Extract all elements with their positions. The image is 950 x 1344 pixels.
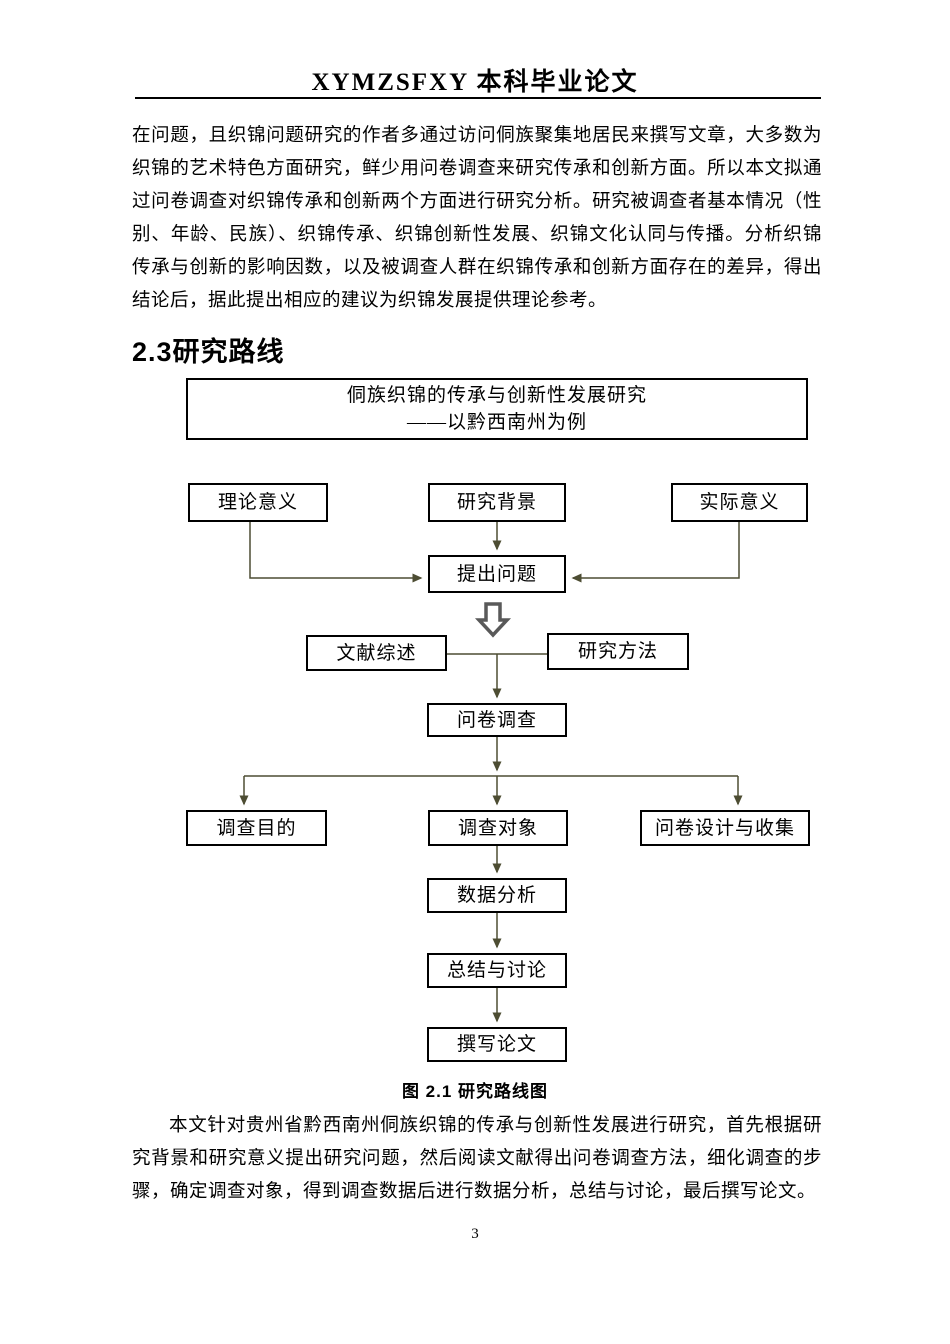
flow-node-title: 侗族织锦的传承与创新性发展研究 ——以黔西南州为例 bbox=[186, 378, 808, 440]
figure-caption: 图 2.1 研究路线图 bbox=[401, 1082, 549, 1101]
page-header-title: XYMZSFXY 本科毕业论文 bbox=[311, 69, 639, 96]
block-down-arrow-icon bbox=[474, 602, 512, 638]
flow-node-survey: 问卷调查 bbox=[427, 703, 567, 737]
section-heading: 2.3研究路线 bbox=[132, 337, 285, 367]
flow-node-method: 研究方法 bbox=[547, 633, 689, 670]
flow-node-practical: 实际意义 bbox=[671, 483, 808, 522]
flow-node-design: 问卷设计与收集 bbox=[640, 810, 810, 846]
flow-node-purpose: 调查目的 bbox=[186, 810, 327, 846]
flow-node-literature: 文献综述 bbox=[306, 635, 447, 671]
arrow-practical-to-question bbox=[571, 522, 740, 583]
flow-node-discussion: 总结与讨论 bbox=[427, 953, 567, 988]
flow-node-analysis: 数据分析 bbox=[427, 878, 567, 913]
flow-node-question: 提出问题 bbox=[428, 555, 566, 593]
flow-node-target: 调查对象 bbox=[428, 810, 568, 846]
flow-node-background: 研究背景 bbox=[428, 483, 566, 522]
flow-node-theory: 理论意义 bbox=[188, 483, 328, 522]
body-paragraph-1: 在问题，且织锦问题研究的作者多通过访问侗族聚集地居民来撰写文章，大多数为织锦的艺… bbox=[132, 126, 822, 311]
flow-node-title-line1: 侗族织锦的传承与创新性发展研究 bbox=[346, 385, 647, 406]
flow-node-writing: 撰写论文 bbox=[427, 1027, 567, 1062]
body-paragraph-2: 本文针对贵州省黔西南州侗族织锦的传承与创新性发展进行研究，首先根据研究背景和研究… bbox=[132, 1116, 822, 1202]
flow-node-title-line2: ——以黔西南州为例 bbox=[406, 412, 587, 433]
page-number: 3 bbox=[471, 1226, 479, 1242]
arrow-theory-to-question bbox=[249, 522, 423, 583]
header-divider-line bbox=[135, 97, 821, 99]
